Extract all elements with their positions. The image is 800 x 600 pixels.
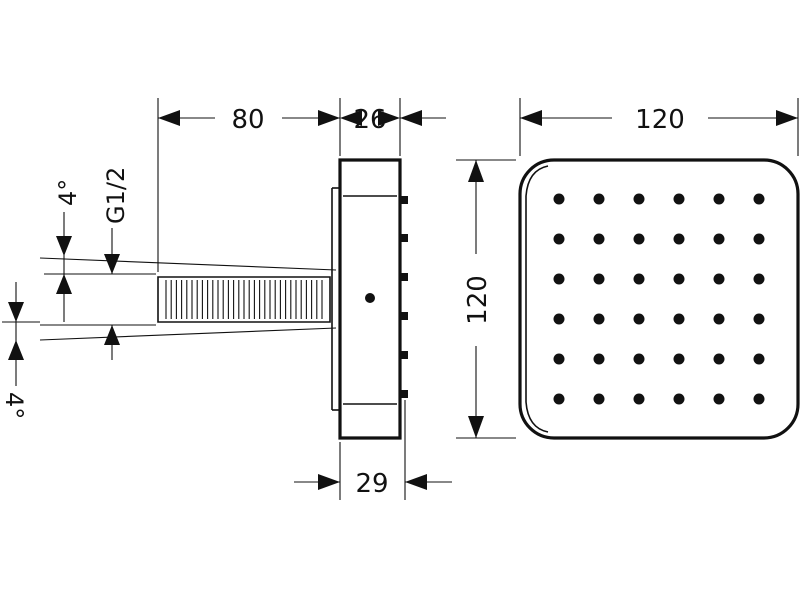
shower-head-outline: [518, 158, 800, 440]
nozzle-icon: [673, 233, 685, 245]
nozzle-icon: [633, 193, 645, 205]
nozzle-icon: [753, 233, 765, 245]
nozzle-icon: [713, 313, 725, 325]
dimension-base-depth: 29: [294, 400, 452, 500]
nozzle-icon: [713, 193, 725, 205]
nozzle-icon: [753, 313, 765, 325]
nozzle-icon: [753, 393, 765, 405]
nozzle-icon: [593, 313, 605, 325]
front-nozzles: [553, 193, 765, 405]
nozzle-icon: [633, 233, 645, 245]
nozzle-icon: [673, 193, 685, 205]
front-view: 120 120: [456, 98, 800, 440]
side-nozzle-icon: [400, 196, 408, 204]
side-nozzles: [400, 196, 408, 398]
nozzle-icon: [553, 193, 565, 205]
side-nozzle-icon: [400, 312, 408, 320]
side-nozzle-icon: [400, 390, 408, 398]
nozzle-icon: [633, 393, 645, 405]
nozzle-icon: [593, 233, 605, 245]
angle-top-label: 4°: [54, 179, 82, 206]
nozzle-icon: [633, 353, 645, 365]
threaded-arm: [39, 257, 337, 341]
angle-bottom-label: 4°: [0, 392, 28, 419]
nozzle-icon: [593, 193, 605, 205]
nozzle-icon: [753, 353, 765, 365]
shower-head-inner-edge: [525, 165, 549, 433]
dimension-thread: G1/2: [40, 167, 156, 360]
base-depth-label: 29: [355, 469, 388, 499]
nozzle-icon: [673, 393, 685, 405]
nozzle-icon: [673, 353, 685, 365]
nozzle-icon: [753, 273, 765, 285]
mounting-screw-icon: [365, 293, 375, 303]
dimension-body-depth: 26: [340, 105, 446, 135]
nozzle-icon: [593, 273, 605, 285]
nozzle-icon: [713, 353, 725, 365]
head-height-label: 120: [463, 275, 493, 325]
nozzle-icon: [713, 273, 725, 285]
nozzle-icon: [633, 273, 645, 285]
head-width-label: 120: [635, 105, 685, 135]
shower-body-profile: [331, 158, 408, 440]
nozzle-icon: [713, 233, 725, 245]
nozzle-icon: [553, 233, 565, 245]
dimension-angle-bottom: 4°: [0, 282, 40, 419]
nozzle-icon: [713, 393, 725, 405]
dimension-arm-length: 80: [157, 98, 401, 272]
nozzle-icon: [753, 193, 765, 205]
dimension-head-height: 120: [456, 159, 516, 439]
dimension-head-width: 120: [519, 98, 799, 156]
nozzle-icon: [593, 353, 605, 365]
nozzle-icon: [553, 313, 565, 325]
side-nozzle-icon: [400, 234, 408, 242]
nozzle-icon: [633, 313, 645, 325]
thread-label: G1/2: [102, 167, 130, 224]
body-depth-label: 26: [353, 105, 386, 135]
dimension-angle-top: 4°: [54, 179, 82, 322]
nozzle-icon: [553, 353, 565, 365]
arm-length-label: 80: [231, 105, 264, 135]
nozzle-icon: [553, 393, 565, 405]
side-view: 80 26 29 G1/2: [0, 98, 452, 500]
side-nozzle-icon: [400, 273, 408, 281]
thread-lines: [165, 280, 323, 319]
nozzle-icon: [553, 273, 565, 285]
nozzle-icon: [593, 393, 605, 405]
nozzle-icon: [673, 313, 685, 325]
nozzle-icon: [673, 273, 685, 285]
side-nozzle-icon: [400, 351, 408, 359]
